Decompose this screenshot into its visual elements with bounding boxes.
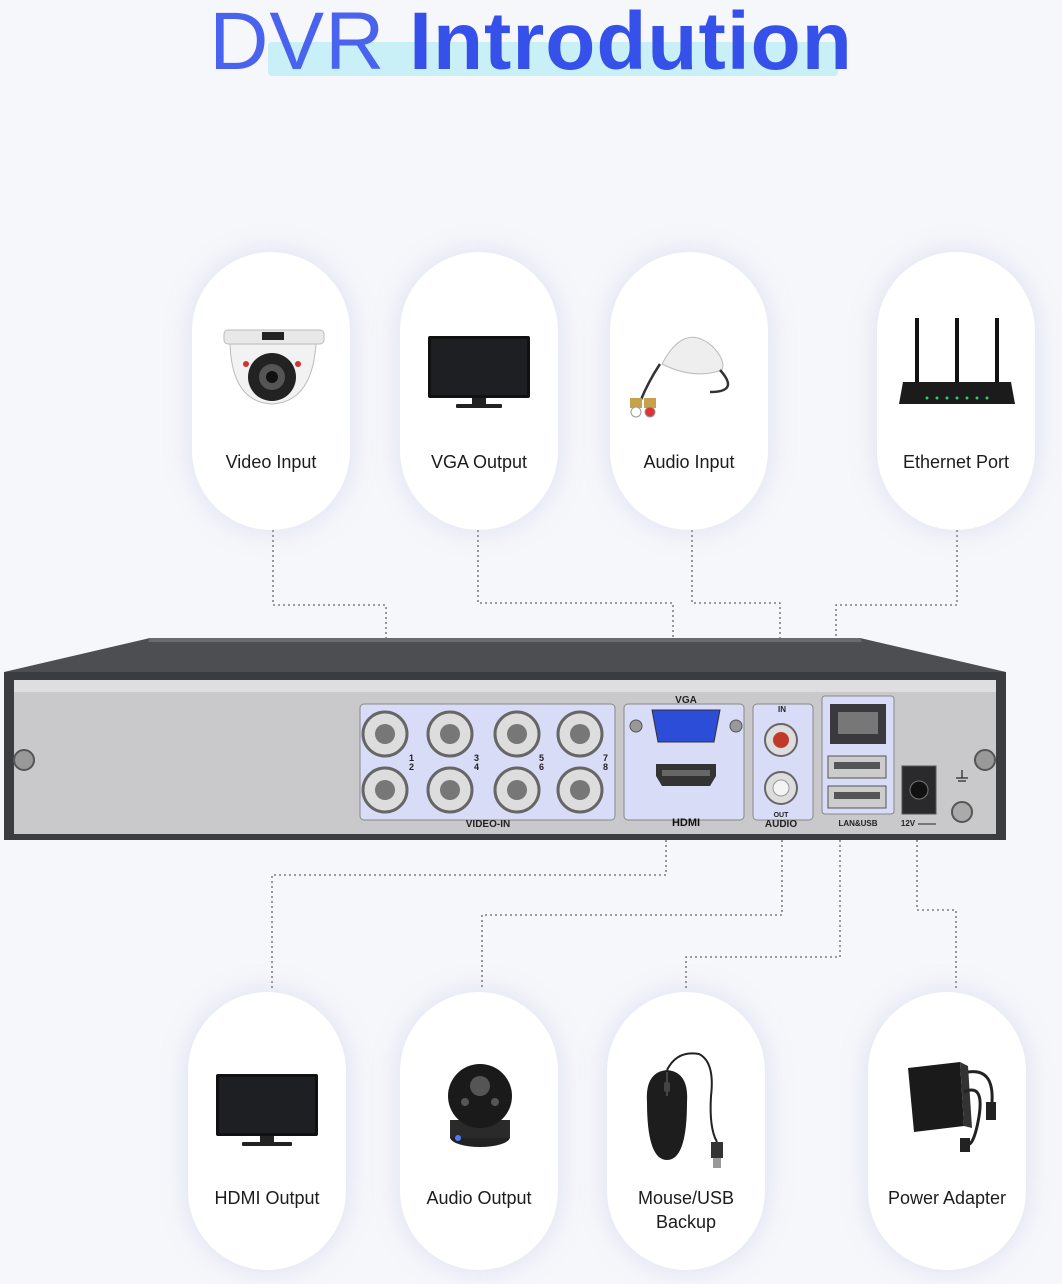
channel-number: 5 — [539, 753, 544, 763]
audio-in-label: IN — [778, 705, 786, 714]
audio-out-label: OUT — [774, 812, 790, 819]
channel-number: 4 — [474, 762, 479, 772]
microphone-icon — [630, 336, 730, 418]
card-label: Power Adapter — [887, 1188, 1007, 1208]
audio-label: AUDIO — [765, 819, 797, 830]
connector-power — [916, 830, 957, 990]
card-label: VGA Output — [430, 452, 528, 472]
connector-hdmi-output — [271, 830, 667, 990]
router-icon — [899, 318, 1015, 404]
lan-usb-label: LAN&USB — [838, 819, 877, 828]
channel-number: 8 — [603, 762, 608, 772]
card-ethernet-port: Ethernet Port — [877, 252, 1035, 530]
vga-label: VGA — [675, 695, 697, 706]
card-label-line1: Mouse/USB — [637, 1188, 735, 1208]
card-label-line2: Backup — [655, 1212, 717, 1232]
connector-audio-output — [481, 830, 783, 990]
card-vga-output: VGA Output — [400, 252, 558, 530]
channel-number: 2 — [409, 762, 414, 772]
title-part1: DVR — [209, 0, 386, 87]
card-video-input: Video Input — [192, 252, 350, 530]
bnc-connectors — [361, 710, 604, 814]
ground-icon — [956, 770, 968, 782]
monitor-icon — [216, 1074, 318, 1146]
card-label: HDMI Output — [214, 1188, 320, 1208]
vga-port — [651, 709, 721, 743]
screw-icon — [13, 749, 35, 771]
card-label: Ethernet Port — [902, 452, 1010, 472]
connector-audio-input — [691, 530, 781, 700]
card-label: Audio Input — [643, 452, 735, 472]
monitor-icon — [428, 336, 530, 408]
card-hdmi-output: HDMI Output — [188, 992, 346, 1270]
power-label: 12V — [901, 819, 916, 828]
power-adapter-icon — [908, 1062, 996, 1152]
title-highlight — [268, 42, 838, 76]
page-title: DVR Introdution — [0, 0, 1062, 84]
dome-camera-icon — [223, 329, 325, 405]
card-audio-input: Audio Input — [610, 252, 768, 530]
card-power-adapter: Power Adapter — [868, 992, 1026, 1270]
channel-number: 7 — [603, 753, 608, 763]
speaker-icon — [448, 1064, 512, 1147]
card-audio-output: Audio Output — [400, 992, 558, 1270]
mouse-icon — [646, 1052, 723, 1168]
screw-icon — [974, 749, 996, 771]
video-in-label: VIDEO-IN — [466, 819, 510, 830]
title-part2: Introdution — [409, 0, 853, 87]
card-label: Audio Output — [426, 1188, 532, 1208]
title-area: DVR Introdution — [0, 0, 1062, 90]
connector-ethernet — [835, 530, 958, 700]
channel-number: 6 — [539, 762, 544, 772]
connector-mouse-usb — [685, 830, 841, 990]
channel-number: 3 — [474, 753, 479, 763]
card-mouse-usb-backup: Mouse/USB Backup — [607, 992, 765, 1270]
hdmi-label: HDMI — [672, 817, 700, 829]
card-label: Video Input — [225, 452, 317, 472]
dvr-device: 1 2 3 4 5 6 7 8 VIDEO-IN VGA HDMI IN OUT… — [4, 638, 1006, 840]
channel-number: 1 — [409, 753, 414, 763]
